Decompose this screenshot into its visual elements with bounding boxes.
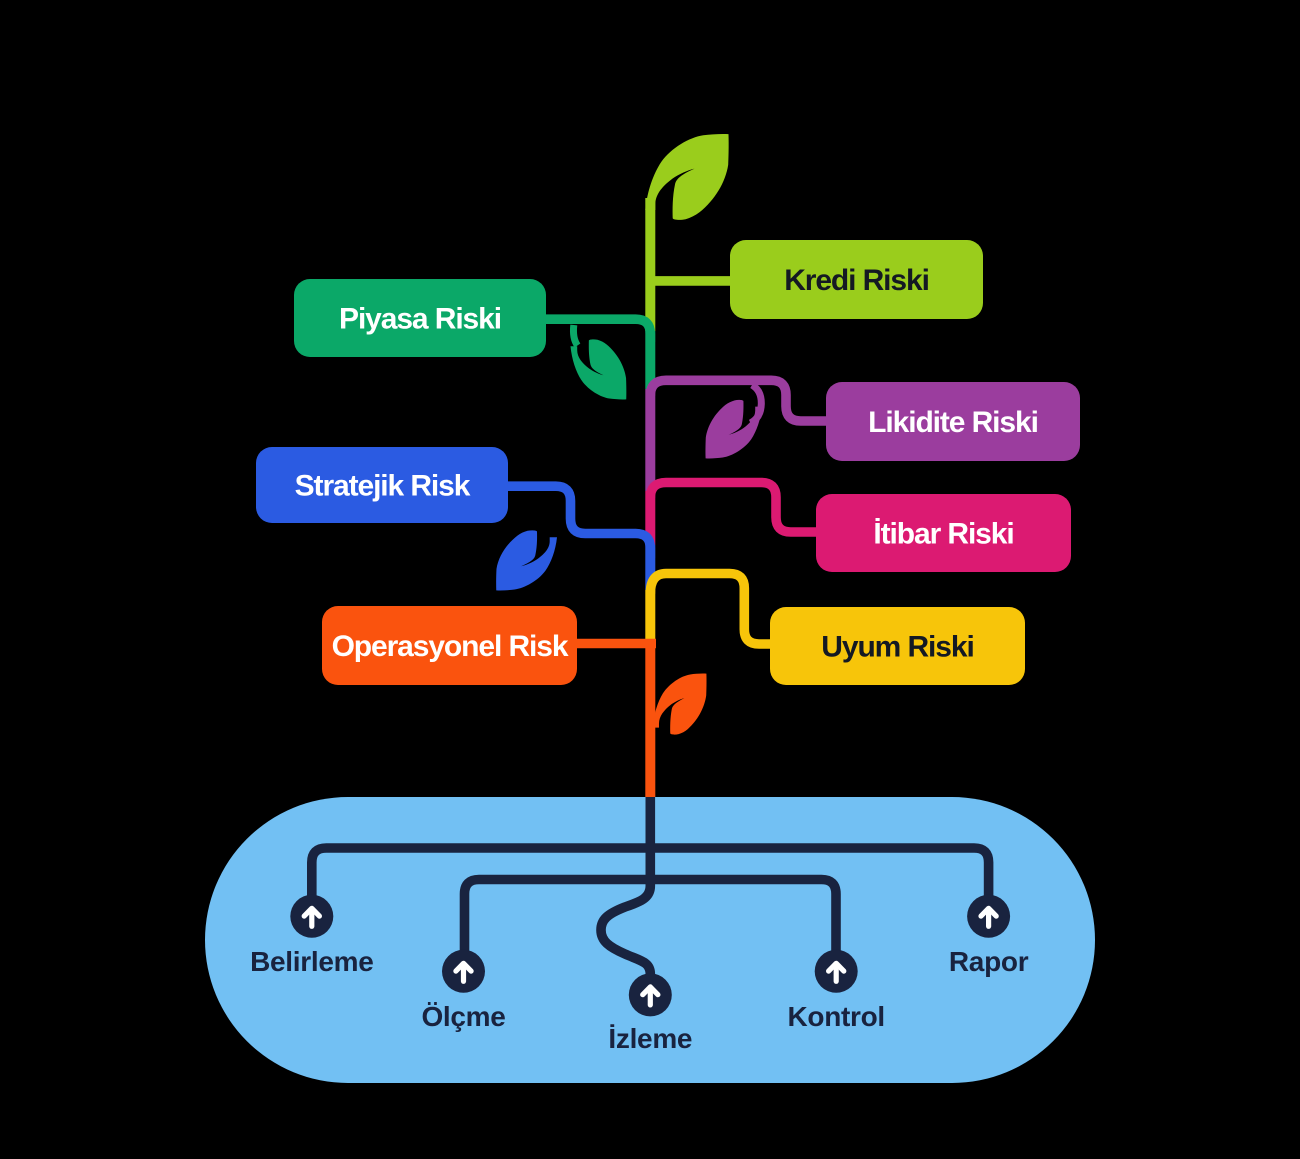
svg-text:Operasyonel Risk: Operasyonel Risk [332,630,569,663]
svg-text:Belirleme: Belirleme [250,946,373,977]
svg-text:Uyum Riski: Uyum Riski [821,631,973,664]
svg-text:Likidite Riski: Likidite Riski [868,406,1038,439]
svg-text:Piyasa Riski: Piyasa Riski [339,303,501,336]
svg-text:İtibar Riski: İtibar Riski [873,518,1013,551]
svg-text:Kredi Riski: Kredi Riski [784,264,929,297]
svg-text:Stratejik Risk: Stratejik Risk [295,470,471,503]
svg-text:İzleme: İzleme [608,1023,692,1054]
svg-text:Rapor: Rapor [949,946,1029,977]
svg-text:Ölçme: Ölçme [421,1001,505,1032]
svg-text:Kontrol: Kontrol [787,1001,884,1032]
